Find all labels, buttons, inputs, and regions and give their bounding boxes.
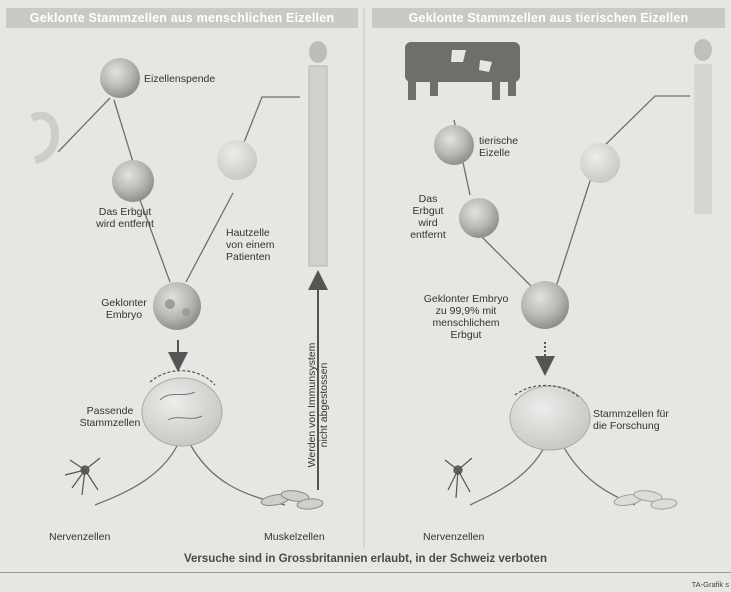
nerve-cell-icon-right (445, 458, 472, 498)
bottom-rule (0, 572, 731, 573)
label-genome-removed-right-line1: Das (405, 193, 451, 205)
footer-caption: Versuche sind in Grossbritannien erlaubt… (0, 549, 731, 569)
label-skin-cell-left-line1: Hautzelle (226, 227, 274, 239)
person-figure-right (694, 39, 712, 214)
muscle-cells-icon-left (260, 489, 323, 510)
label-research-stem-cells-line1: Stammzellen für (593, 408, 669, 420)
label-muscle-cells-left: Muskelzellen (264, 531, 325, 543)
muscle-cells-icon-right (613, 489, 677, 510)
label-skin-cell-left: Hautzelle von einem Patienten (226, 227, 274, 263)
label-stem-cells-left-line1: Passende (70, 405, 150, 417)
label-hybrid-embryo-line3: menschlichem (416, 317, 516, 329)
label-skin-cell-left-line2: von einem (226, 239, 274, 251)
hand-illustration-left (32, 116, 55, 160)
label-hybrid-embryo-line1: Geklonter Embryo (416, 293, 516, 305)
animal-egg-icon (434, 125, 474, 165)
patient-figure-left (309, 41, 327, 266)
skin-cell-icon (217, 140, 257, 180)
label-hybrid-embryo: Geklonter Embryo zu 99,9% mit menschlich… (416, 293, 516, 341)
label-genome-removed-left-line2: wird entfernt (80, 218, 170, 230)
enucleated-egg-icon-right (459, 198, 499, 238)
label-genome-removed-left: Das Erbgut wird entfernt (80, 206, 170, 230)
label-immune-rejection-line2: nicht abgestossen (318, 343, 330, 468)
label-immune-rejection-line1: Werden von Immunsystem (306, 343, 318, 468)
label-animal-egg: tierische Eizelle (479, 135, 518, 159)
label-genome-removed-left-line1: Das Erbgut (80, 206, 170, 218)
label-immune-rejection: Werden von Immunsystem nicht abgestossen (306, 343, 330, 468)
label-cloned-embryo-left: Geklonter Embryo (84, 297, 164, 321)
label-egg-donation: Eizellenspende (144, 73, 215, 85)
skin-cell-icon-right (580, 143, 620, 183)
egg-cell-icon (100, 58, 140, 98)
label-hybrid-embryo-line2: zu 99,9% mit (416, 305, 516, 317)
label-research-stem-cells-line2: die Forschung (593, 420, 669, 432)
label-stem-cells-left-line2: Stammzellen (70, 417, 150, 429)
label-skin-cell-left-line3: Patienten (226, 251, 274, 263)
label-research-stem-cells: Stammzellen für die Forschung (593, 408, 669, 432)
hybrid-embryo-icon (521, 281, 569, 329)
label-animal-egg-line1: tierische (479, 135, 518, 147)
enucleated-egg-icon (112, 160, 154, 202)
label-stem-cells-left: Passende Stammzellen (70, 405, 150, 429)
label-genome-removed-right-line4: entfernt (405, 229, 451, 241)
label-nerve-cells-right: Nervenzellen (423, 531, 484, 543)
stem-cells-icon (142, 378, 222, 446)
nerve-cell-icon-left (65, 458, 100, 495)
label-genome-removed-right-line3: wird (405, 217, 451, 229)
graphic-credit: TA-Grafik s (692, 580, 729, 589)
label-animal-egg-line2: Eizelle (479, 147, 518, 159)
cow-illustration (405, 42, 520, 100)
label-cloned-embryo-left-line1: Geklonter (84, 297, 164, 309)
label-cloned-embryo-left-line2: Embryo (84, 309, 164, 321)
label-genome-removed-right-line2: Erbgut (405, 205, 451, 217)
label-genome-removed-right: Das Erbgut wird entfernt (405, 193, 451, 241)
label-nerve-cells-left: Nervenzellen (49, 531, 110, 543)
label-hybrid-embryo-line4: Erbgut (416, 329, 516, 341)
